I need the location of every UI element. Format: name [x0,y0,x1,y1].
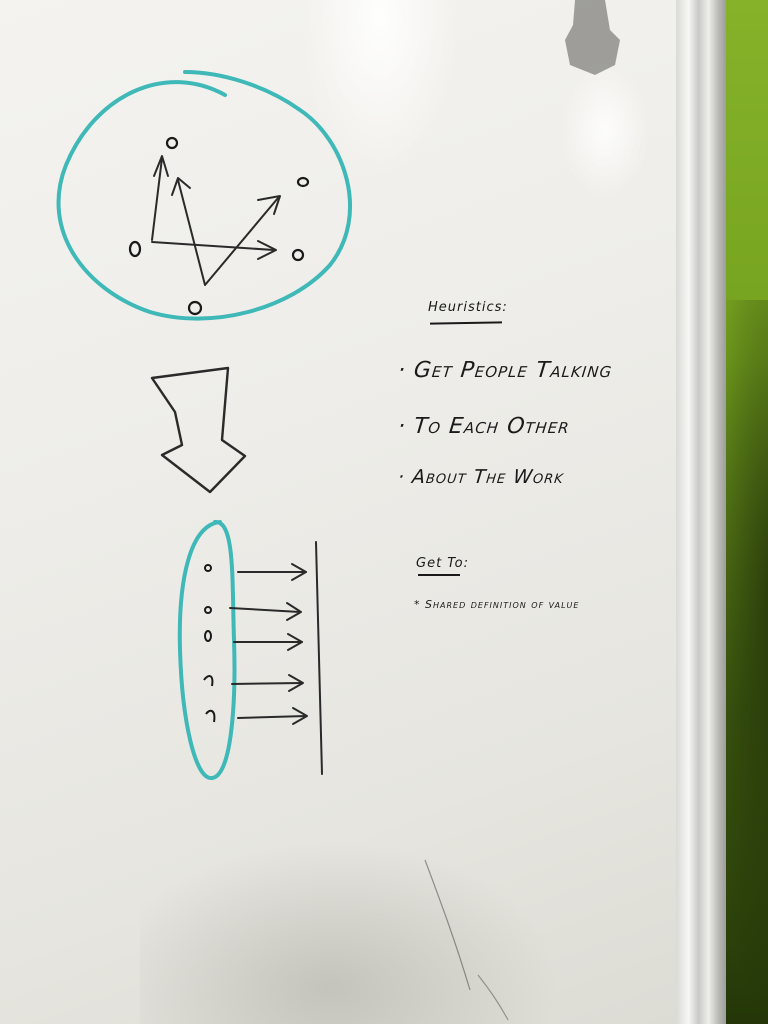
node-icon [128,240,142,258]
mark-icon [204,606,212,614]
mark-icon [204,630,212,642]
column-marks [203,564,216,723]
goal-item: * Shared definition of value [414,598,580,611]
flow-arrows [229,563,308,725]
node-icon [291,248,305,262]
network-nodes [128,136,310,316]
node-icon [187,300,203,316]
down-arrow-icon [150,366,247,494]
network-arrows [151,155,281,286]
scratch-line [424,859,471,991]
node-icon [165,136,179,150]
mark-icon [205,709,216,723]
mark-icon [204,564,212,572]
heuristics-heading: Heuristics: [428,300,508,315]
magnet-shadow [565,0,620,75]
teal-ellipse [177,520,237,780]
heuristic-item: · Get People Talking [396,358,614,383]
marker-drawings [56,70,509,1021]
node-icon [296,176,310,188]
whiteboard-frame [676,0,726,1024]
teal-circle [56,70,352,321]
vertical-line [315,541,323,775]
scratch-line [477,974,509,1021]
get-to-underline [418,574,460,576]
heuristic-item: · About The Work [396,466,566,488]
photographer-shadow [140,840,560,1024]
light-glare [300,0,460,180]
heuristic-item: · To Each Other [396,414,572,439]
light-glare [560,60,650,200]
mark-icon [203,675,214,687]
get-to-heading: Get To: [416,556,469,571]
